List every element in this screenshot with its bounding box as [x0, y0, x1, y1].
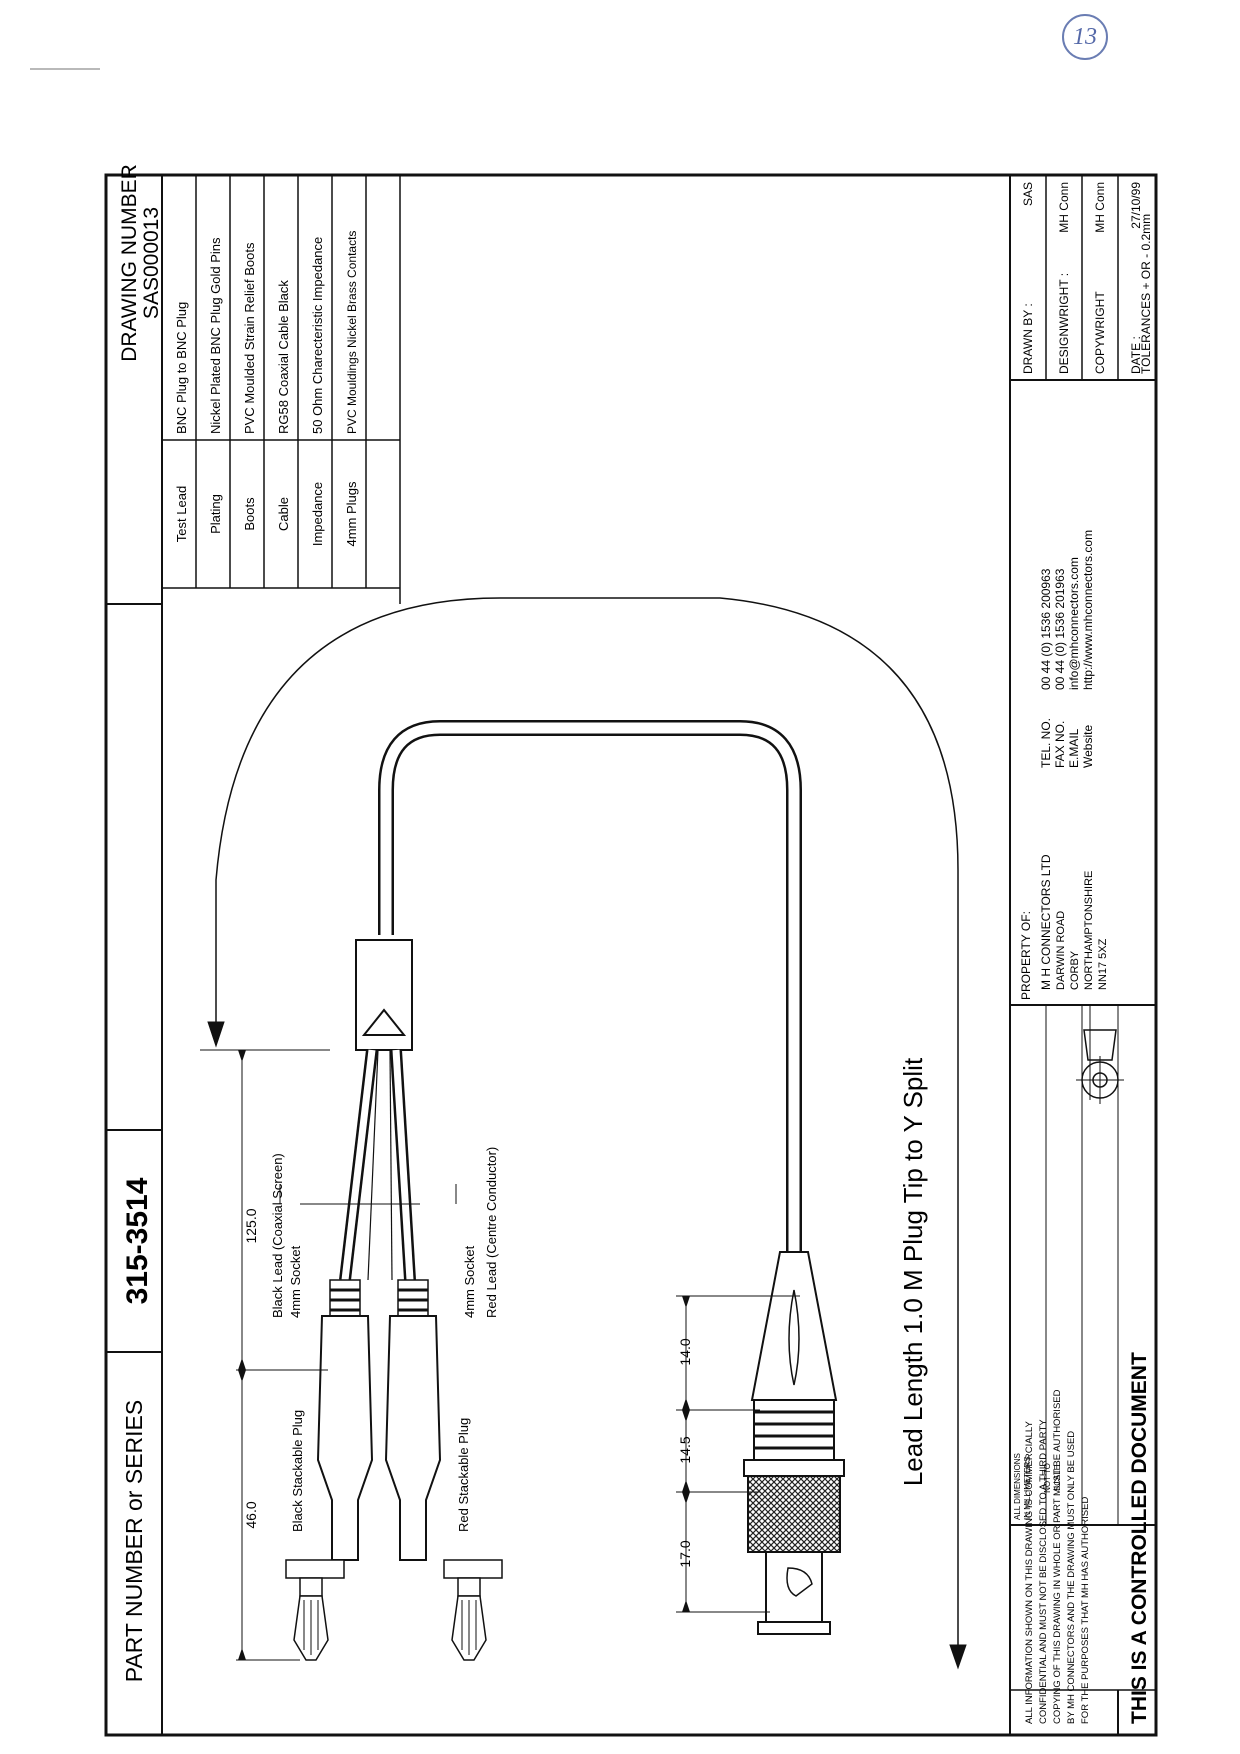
spec-label: 4mm Plugs — [344, 481, 359, 547]
property-line: NORTHAMPTONSHIRE — [1083, 871, 1095, 990]
title-block-grid — [1009, 175, 1156, 1735]
dimension-label: 17.0 — [677, 1540, 693, 1567]
property-line: NN17 5XZ — [1097, 938, 1109, 990]
titleblock-value: SAS — [1021, 182, 1035, 206]
titleblock-value: 27/10/99 — [1129, 182, 1143, 229]
scale-note: NOT TO — [1043, 1463, 1052, 1493]
titleblock-value: MH Conn — [1093, 182, 1107, 233]
controlled-document: THIS IS A CONTROLLED DOCUMENT — [1128, 1352, 1151, 1724]
black-lead-label: Black Lead (Coaxial Screen) — [270, 1153, 285, 1318]
contact-value: 00 44 (0) 1536 201963 — [1053, 568, 1067, 690]
notice-line: COPYING OF THIS DRAWING IN WHOLE OR PART… — [1052, 1389, 1063, 1724]
drawing-number: SAS000013 — [140, 207, 163, 319]
contact-value: info@mhconnectors.com — [1067, 557, 1081, 690]
spec-label: Test Lead — [174, 486, 189, 542]
scan-mark — [30, 68, 100, 70]
property-line: PROPERTY OF: — [1019, 911, 1033, 1000]
contact-label: FAX NO. — [1053, 721, 1067, 768]
spec-value: Nickel Plated BNC Plug Gold Pins — [208, 237, 223, 434]
spec-value: RG58 Coaxial Cable Black — [276, 280, 291, 434]
contact-label: TEL. NO. — [1039, 718, 1053, 768]
page-number-stamp: 13 — [1062, 14, 1108, 60]
spec-value: PVC Mouldings Nickel Brass Contacts — [345, 231, 359, 434]
spec-table-grid — [161, 175, 401, 604]
property-line: M H CONNECTORS LTD — [1039, 854, 1053, 990]
red-plug-drawing — [384, 1279, 503, 1661]
spec-value: PVC Moulded Strain Relief Boots — [242, 242, 257, 434]
part-label: PART NUMBER or SERIES — [121, 1400, 147, 1682]
part-number: 315-3514 — [121, 1177, 154, 1304]
dimension-label: 125.0 — [243, 1208, 259, 1243]
black-plug-drawing — [285, 1279, 374, 1661]
dimension-label: 14.0 — [677, 1338, 693, 1365]
dimensions-note: IN MILLIMETERS — [1023, 1456, 1032, 1520]
tolerances: TOLERANCES + OR - 0.2mm — [1139, 214, 1153, 374]
notice-line: FOR THE PURPOSES THAT MH HAS AUTHORISED — [1080, 1497, 1091, 1724]
titleblock-label: DATE : — [1129, 336, 1143, 374]
red-plug-label: Red Stackable Plug — [456, 1418, 471, 1532]
bnc-plug-drawing — [743, 1251, 845, 1635]
red-lead-label: Red Lead (Centre Conductor) — [484, 1147, 499, 1318]
titleblock-value: MH Conn — [1057, 182, 1071, 233]
drawing-number-label: DRAWING NUMBER — [118, 164, 141, 362]
property-line: DARWIN ROAD — [1055, 911, 1067, 990]
contact-value: 00 44 (0) 1536 200963 — [1039, 568, 1053, 690]
contact-label: E.MAIL — [1067, 728, 1081, 768]
scale-note: SCALE — [1053, 1465, 1062, 1491]
black-socket-label: 4mm Socket — [288, 1245, 303, 1318]
cable-assembly — [200, 597, 967, 1670]
lead-length-label: Lead Length 1.0 M Plug Tip to Y Split — [898, 1057, 928, 1486]
dimensions-note: ALL DIMENSIONS — [1013, 1453, 1022, 1520]
spec-label: Impedance — [310, 482, 325, 546]
notice-line: ALL INFORMATION SHOWN ON THIS DRAWING IS… — [1024, 1421, 1035, 1724]
red-socket-label: 4mm Socket — [462, 1245, 477, 1318]
notice-line: CONFIDENTIAL AND MUST NOT BE DISCLOSED T… — [1038, 1419, 1049, 1724]
notice-line: BY MH CONNECTORS AND THE DRAWING MUST ON… — [1066, 1431, 1077, 1724]
spec-label: Cable — [276, 497, 291, 531]
spec-value: 50 Ohm Charecteristic Impedance — [310, 237, 325, 434]
contact-label: Website — [1081, 725, 1095, 768]
titleblock-label: DRAWN BY : — [1021, 303, 1035, 374]
black-plug-label: Black Stackable Plug — [290, 1410, 305, 1532]
dimension-label: 46.0 — [243, 1501, 259, 1528]
outer-frame — [104, 173, 1158, 1737]
property-line: CORBY — [1069, 950, 1081, 990]
titleblock-label: DESIGNWRIGHT : — [1057, 273, 1071, 374]
spec-value: BNC Plug to BNC Plug — [174, 302, 189, 434]
spec-label: Plating — [208, 494, 223, 534]
titleblock-label: COPYWRIGHT — [1093, 291, 1107, 374]
contact-value: http://www.mhconnectors.com — [1081, 530, 1095, 690]
dimension-label: 14.5 — [677, 1436, 693, 1463]
spec-label: Boots — [242, 497, 257, 531]
dimension-arrows — [238, 1050, 690, 1660]
